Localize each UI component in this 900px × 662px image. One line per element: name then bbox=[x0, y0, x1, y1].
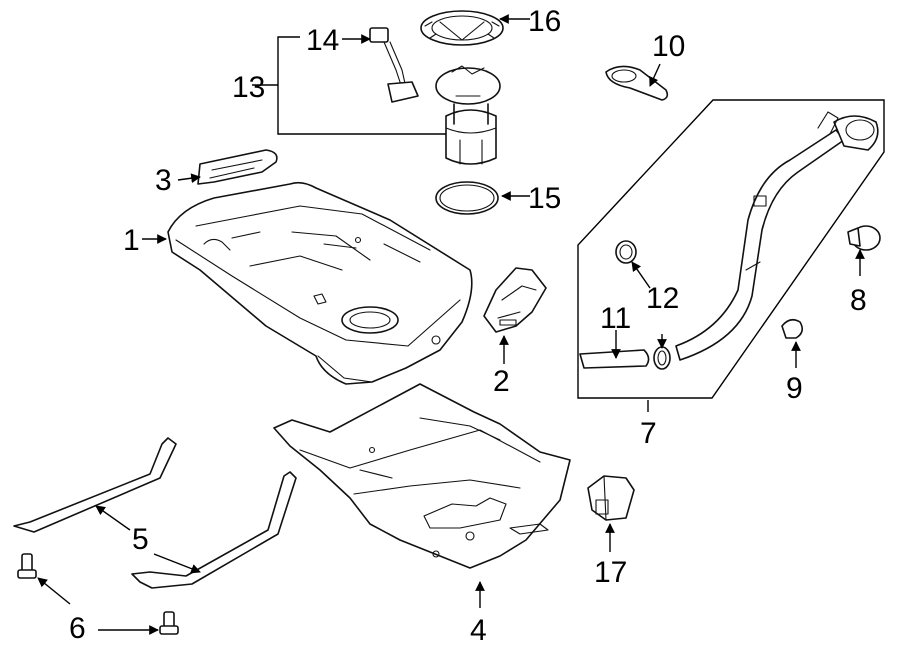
tank-straps bbox=[13, 437, 297, 589]
vent-valve bbox=[587, 475, 635, 521]
fuel-tank bbox=[167, 181, 473, 385]
callout-15: 15 bbox=[528, 182, 561, 215]
heat-shield-right bbox=[483, 267, 547, 333]
heat-shield-small bbox=[197, 149, 278, 185]
callout-14: 14 bbox=[306, 24, 339, 57]
callout-8: 8 bbox=[850, 284, 867, 317]
leader-lines bbox=[37, 14, 865, 635]
retainer-clip bbox=[847, 225, 881, 251]
callout-12: 12 bbox=[646, 282, 679, 315]
callout-2: 2 bbox=[493, 365, 510, 398]
filler-pipe bbox=[675, 111, 879, 361]
callout-16: 16 bbox=[528, 5, 561, 38]
callout-7: 7 bbox=[640, 417, 657, 450]
callout-11: 11 bbox=[600, 302, 631, 335]
cap-tether bbox=[605, 65, 669, 101]
callout-9: 9 bbox=[786, 372, 803, 405]
callout-10: 10 bbox=[652, 30, 685, 63]
hose-clip bbox=[781, 318, 804, 339]
bolts bbox=[17, 553, 179, 635]
fuel-tank-shield bbox=[273, 383, 571, 569]
fuel-level-sender bbox=[369, 27, 419, 103]
lock-ring bbox=[420, 10, 504, 46]
callout-3: 3 bbox=[155, 164, 172, 197]
filler-group-frame bbox=[577, 99, 885, 399]
callout-5: 5 bbox=[132, 523, 149, 556]
pump-seal bbox=[435, 181, 499, 215]
callout-1: 1 bbox=[123, 224, 140, 257]
hose-clamps bbox=[615, 240, 671, 370]
callout-4: 4 bbox=[470, 614, 487, 647]
callout-17: 17 bbox=[594, 556, 627, 589]
filler-hose bbox=[579, 349, 650, 369]
fuel-pump-module bbox=[435, 65, 501, 165]
callout-13: 13 bbox=[232, 71, 265, 104]
callout-labels: 1 2 3 4 5 6 7 8 9 10 11 12 13 14 15 16 1… bbox=[69, 5, 867, 647]
callout-6: 6 bbox=[69, 612, 86, 645]
